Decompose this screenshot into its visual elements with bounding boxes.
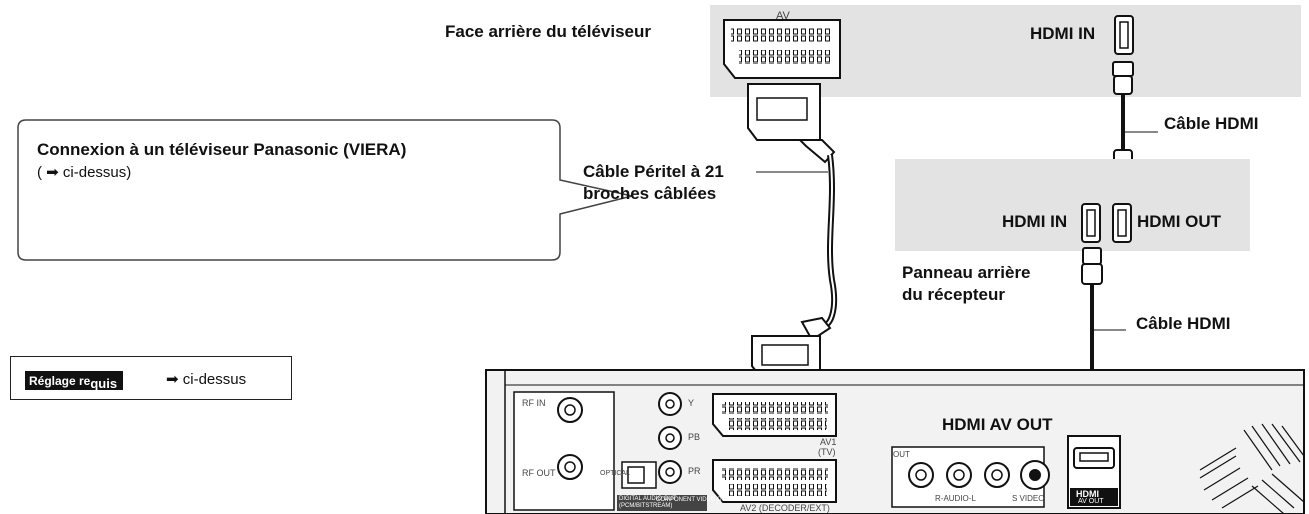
- receiver-hdmi-in-label: HDMI IN: [1002, 212, 1068, 231]
- tv-hdmi-in-socket: [1114, 15, 1134, 55]
- receiver-back-panel: [895, 159, 1250, 251]
- fan-grille: [1199, 423, 1305, 514]
- receiver-panel-label-line2: du récepteur: [902, 285, 1005, 304]
- component-pb-label: PB: [688, 432, 701, 442]
- component-y-label: Y: [688, 398, 695, 408]
- setting-required-badge: Réglage requis: [25, 371, 124, 391]
- optical-label: OPTICAL: [600, 470, 630, 477]
- recorder-rear-panel: [485, 369, 1305, 514]
- scart-cable-label-line2: broches câblées: [583, 184, 717, 203]
- av2-label: AV2 (DECODER/EXT): [740, 503, 830, 513]
- scart-cable-label-line1: Câble Péritel à 21: [583, 162, 724, 181]
- setting-required-box: Réglage requis ➡ ci-dessus: [10, 356, 292, 400]
- out-label: OUT: [893, 450, 910, 459]
- setting-badge-main: Réglage re: [29, 374, 91, 388]
- receiver-panel-label-line1: Panneau arrière: [902, 263, 1031, 282]
- digital-audio-out-label: DIGITAL AUDIO OUT: [619, 496, 677, 502]
- receiver-hdmi-in-socket: [1081, 203, 1101, 243]
- speech-bubble: [17, 119, 633, 261]
- bubble-title: Connexion à un téléviseur Panasonic (VIE…: [37, 140, 407, 159]
- hdmi-cable-1-label: Câble HDMI: [1164, 114, 1259, 133]
- av1-label: AV1: [820, 437, 837, 447]
- tv-scart-socket: [723, 19, 841, 79]
- hdmi-cable-2-label: Câble HDMI: [1136, 314, 1231, 333]
- av1-sub-label: (TV): [818, 447, 836, 457]
- rf-in-label: RF IN: [522, 398, 546, 408]
- tv-hdmi-in-label: HDMI IN: [1030, 24, 1096, 43]
- recorder-hdmi-av-out-label: HDMI AV OUT: [942, 415, 1053, 434]
- setting-badge-sub: quis: [90, 376, 118, 391]
- r-audio-l-label: R-AUDIO-L: [935, 494, 976, 503]
- tv-back-label: Face arrière du téléviseur: [445, 22, 652, 41]
- hdmi-logo-label: HDMI: [1076, 489, 1099, 499]
- setting-reference: ➡ ci-dessus: [166, 371, 247, 388]
- hdmi-port-label: AV OUT: [1078, 498, 1104, 505]
- scart-cable: [747, 83, 838, 379]
- receiver-hdmi-out-label: HDMI OUT: [1137, 212, 1222, 231]
- s-video-label: S VIDEO: [1012, 494, 1045, 503]
- tv-av-label: AV: [776, 10, 790, 22]
- digital-audio-sub-label: (PCM/BITSTREAM): [619, 503, 673, 509]
- receiver-hdmi-out-socket: [1112, 203, 1132, 243]
- component-pr-label: PR: [688, 466, 701, 476]
- rf-out-label: RF OUT: [522, 468, 556, 478]
- component-video-out-label: COMPONENT VIDEO OUT: [656, 497, 730, 503]
- bubble-reference: ( ➡ ci-dessus): [37, 164, 132, 181]
